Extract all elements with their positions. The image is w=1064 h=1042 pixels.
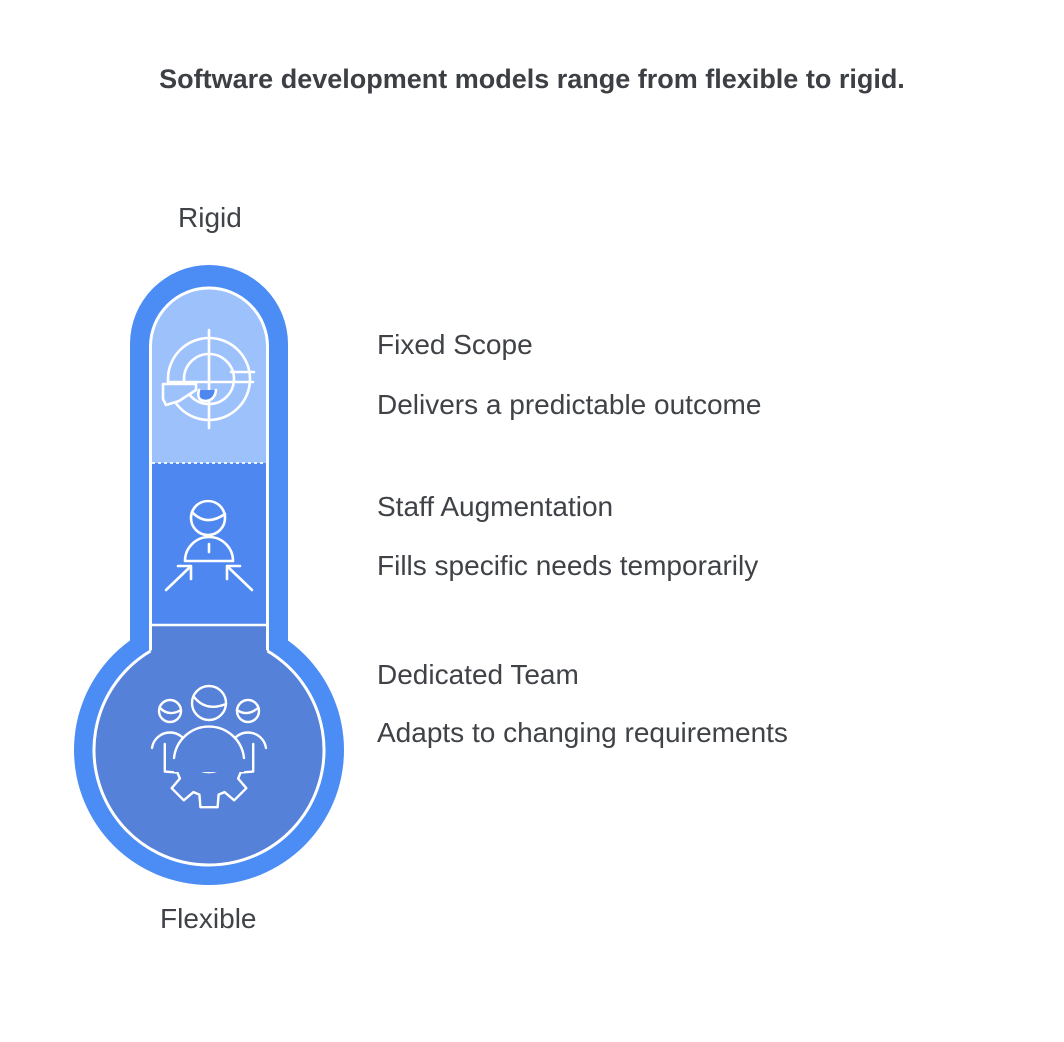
item-description-dedicated-team: Adapts to changing requirements	[377, 717, 788, 748]
arrow-left-head	[176, 564, 193, 581]
arrow-right-head	[225, 564, 242, 581]
item-description-staff-augmentation: Fills specific needs temporarily	[377, 550, 759, 581]
team-right-hair	[235, 706, 260, 715]
team-center-shoulders	[172, 725, 246, 760]
person-shoulders	[183, 535, 235, 563]
gear-teeth	[163, 742, 255, 809]
arrow-left-shaft	[164, 565, 192, 592]
item-title-staff-augmentation: Staff Augmentation	[377, 491, 614, 522]
item-title-dedicated-team: Dedicated Team	[377, 659, 579, 690]
arrow-right-shaft	[226, 565, 254, 592]
rifle-stock	[161, 382, 198, 407]
item-description-fixed-scope: Delivers a predictable outcome	[377, 389, 762, 420]
item-title-fixed-scope: Fixed Scope	[377, 329, 533, 360]
person-head	[189, 499, 227, 537]
team-gear-icon	[150, 684, 268, 809]
scale-label-rigid: Rigid	[178, 202, 242, 233]
team-left-hair	[158, 706, 183, 715]
team-center-hair	[192, 695, 228, 708]
rifle-grip	[197, 388, 218, 403]
team-center-head	[190, 684, 228, 722]
inner-tube-outline	[149, 286, 269, 653]
person-hair	[190, 510, 227, 522]
target-rifle-icon	[161, 328, 256, 430]
person-arrows-icon	[164, 499, 254, 592]
scale-label-flexible: Flexible	[160, 903, 257, 934]
inner-bulb-outline	[92, 649, 326, 867]
team-center-shoulders-fill	[174, 726, 244, 772]
page-title: Software development models range from f…	[159, 64, 905, 94]
